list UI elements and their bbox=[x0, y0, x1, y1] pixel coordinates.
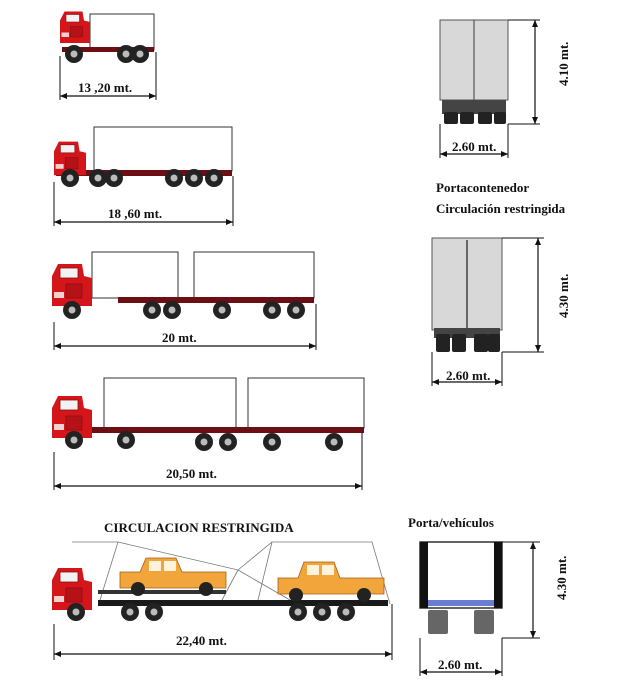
truck-3-wheel bbox=[263, 301, 281, 319]
truck-5-wheel bbox=[313, 603, 331, 621]
truck-1-wheel bbox=[65, 45, 83, 63]
truck-5-upper-rail bbox=[98, 590, 226, 594]
truck-3-wheel bbox=[163, 301, 181, 319]
truck-5-length-label: 22,40 mt. bbox=[176, 633, 227, 648]
truck-2-wheel bbox=[61, 169, 79, 187]
truck-2 bbox=[53, 126, 233, 187]
truck-2-wheel bbox=[205, 169, 223, 187]
rear-view-3-height-label: 4.30 mt. bbox=[554, 556, 569, 600]
portacontenedor-heading: Portacontenedor bbox=[436, 180, 529, 195]
truck-5-wheel bbox=[289, 603, 307, 621]
truck-2-dimension: 18 ,60 mt. bbox=[53, 176, 234, 226]
truck-1-box bbox=[89, 13, 155, 51]
truck-2-wheel bbox=[89, 169, 107, 187]
rear-view-2-height-label: 4.30 mt. bbox=[556, 274, 571, 318]
circulacion-restringida-heading: CIRCULACION RESTRINGIDA bbox=[104, 520, 294, 535]
truck-3-trailer-rear bbox=[193, 251, 315, 299]
truck-4-wheel bbox=[195, 433, 213, 451]
truck-4-wheel bbox=[325, 433, 343, 451]
rear-view-3: 4.30 mt. 2.60 mt. bbox=[419, 541, 569, 676]
circulacion-restringida-subheading: Circulación restringida bbox=[436, 201, 566, 216]
truck-3 bbox=[51, 251, 315, 319]
truck-2-chassis bbox=[56, 170, 232, 176]
rear-view-2-width-label: 2.60 mt. bbox=[446, 368, 490, 383]
truck-3-wheel bbox=[63, 301, 81, 319]
truck-4-trailer-rear bbox=[247, 377, 365, 429]
truck-4 bbox=[51, 377, 365, 451]
truck-4-wheel bbox=[263, 433, 281, 451]
truck-4-chassis bbox=[90, 427, 364, 433]
truck-5-wheel bbox=[121, 603, 139, 621]
truck-5-deck bbox=[98, 600, 388, 606]
truck-1-length-label: 13 ,20 mt. bbox=[78, 80, 132, 95]
truck-2-wheel bbox=[185, 169, 203, 187]
truck-2-length-label: 18 ,60 mt. bbox=[108, 206, 162, 221]
porta-vehiculos-heading: Porta/vehículos bbox=[408, 515, 494, 530]
truck-2-wheel bbox=[105, 169, 123, 187]
truck-1-chassis bbox=[62, 47, 154, 52]
truck-3-length-label: 20 mt. bbox=[162, 330, 197, 345]
truck-4-trailer-front bbox=[103, 377, 237, 429]
rear-view-1-width-label: 2.60 mt. bbox=[452, 139, 496, 154]
truck-1-cab bbox=[59, 11, 91, 44]
rear-view-1: 4.10 mt. 2.60 mt. bbox=[439, 19, 571, 158]
truck-3-wheel bbox=[213, 301, 231, 319]
truck-3-dimension: 20 mt. bbox=[53, 304, 317, 350]
rear-view-1-height-label: 4.10 mt. bbox=[556, 42, 571, 86]
rear-view-3-frame bbox=[419, 541, 503, 609]
rear-view-3-width-label: 2.60 mt. bbox=[438, 657, 482, 672]
truck-4-wheel bbox=[65, 431, 83, 449]
truck-1 bbox=[59, 11, 155, 63]
truck-3-chassis bbox=[118, 297, 314, 303]
truck-5-wheel bbox=[145, 603, 163, 621]
truck-4-wheel bbox=[219, 433, 237, 451]
truck-5-dimension: 22,40 mt. bbox=[53, 604, 393, 660]
truck-4-length-label: 20,50 mt. bbox=[166, 466, 217, 481]
pickup-2 bbox=[277, 561, 385, 602]
truck-2-trailer bbox=[93, 126, 233, 172]
truck-5 bbox=[51, 541, 391, 621]
truck-3-cab bbox=[51, 263, 93, 307]
truck-3-wheel bbox=[287, 301, 305, 319]
truck-5-wheel bbox=[67, 603, 85, 621]
truck-3-wheel bbox=[143, 301, 161, 319]
rear-view-2: 4.30 mt. 2.60 mt. bbox=[431, 237, 571, 386]
truck-4-dimension: 20,50 mt. bbox=[53, 432, 363, 490]
truck-4-wheel bbox=[117, 431, 135, 449]
truck-5-wheel bbox=[337, 603, 355, 621]
truck-1-dimension: 13 ,20 mt. bbox=[59, 52, 157, 100]
truck-3-trailer-front bbox=[91, 251, 179, 299]
truck-5-cab bbox=[51, 567, 93, 611]
truck-1-wheel bbox=[131, 45, 149, 63]
truck-2-wheel bbox=[165, 169, 183, 187]
pickup-1 bbox=[119, 557, 227, 596]
